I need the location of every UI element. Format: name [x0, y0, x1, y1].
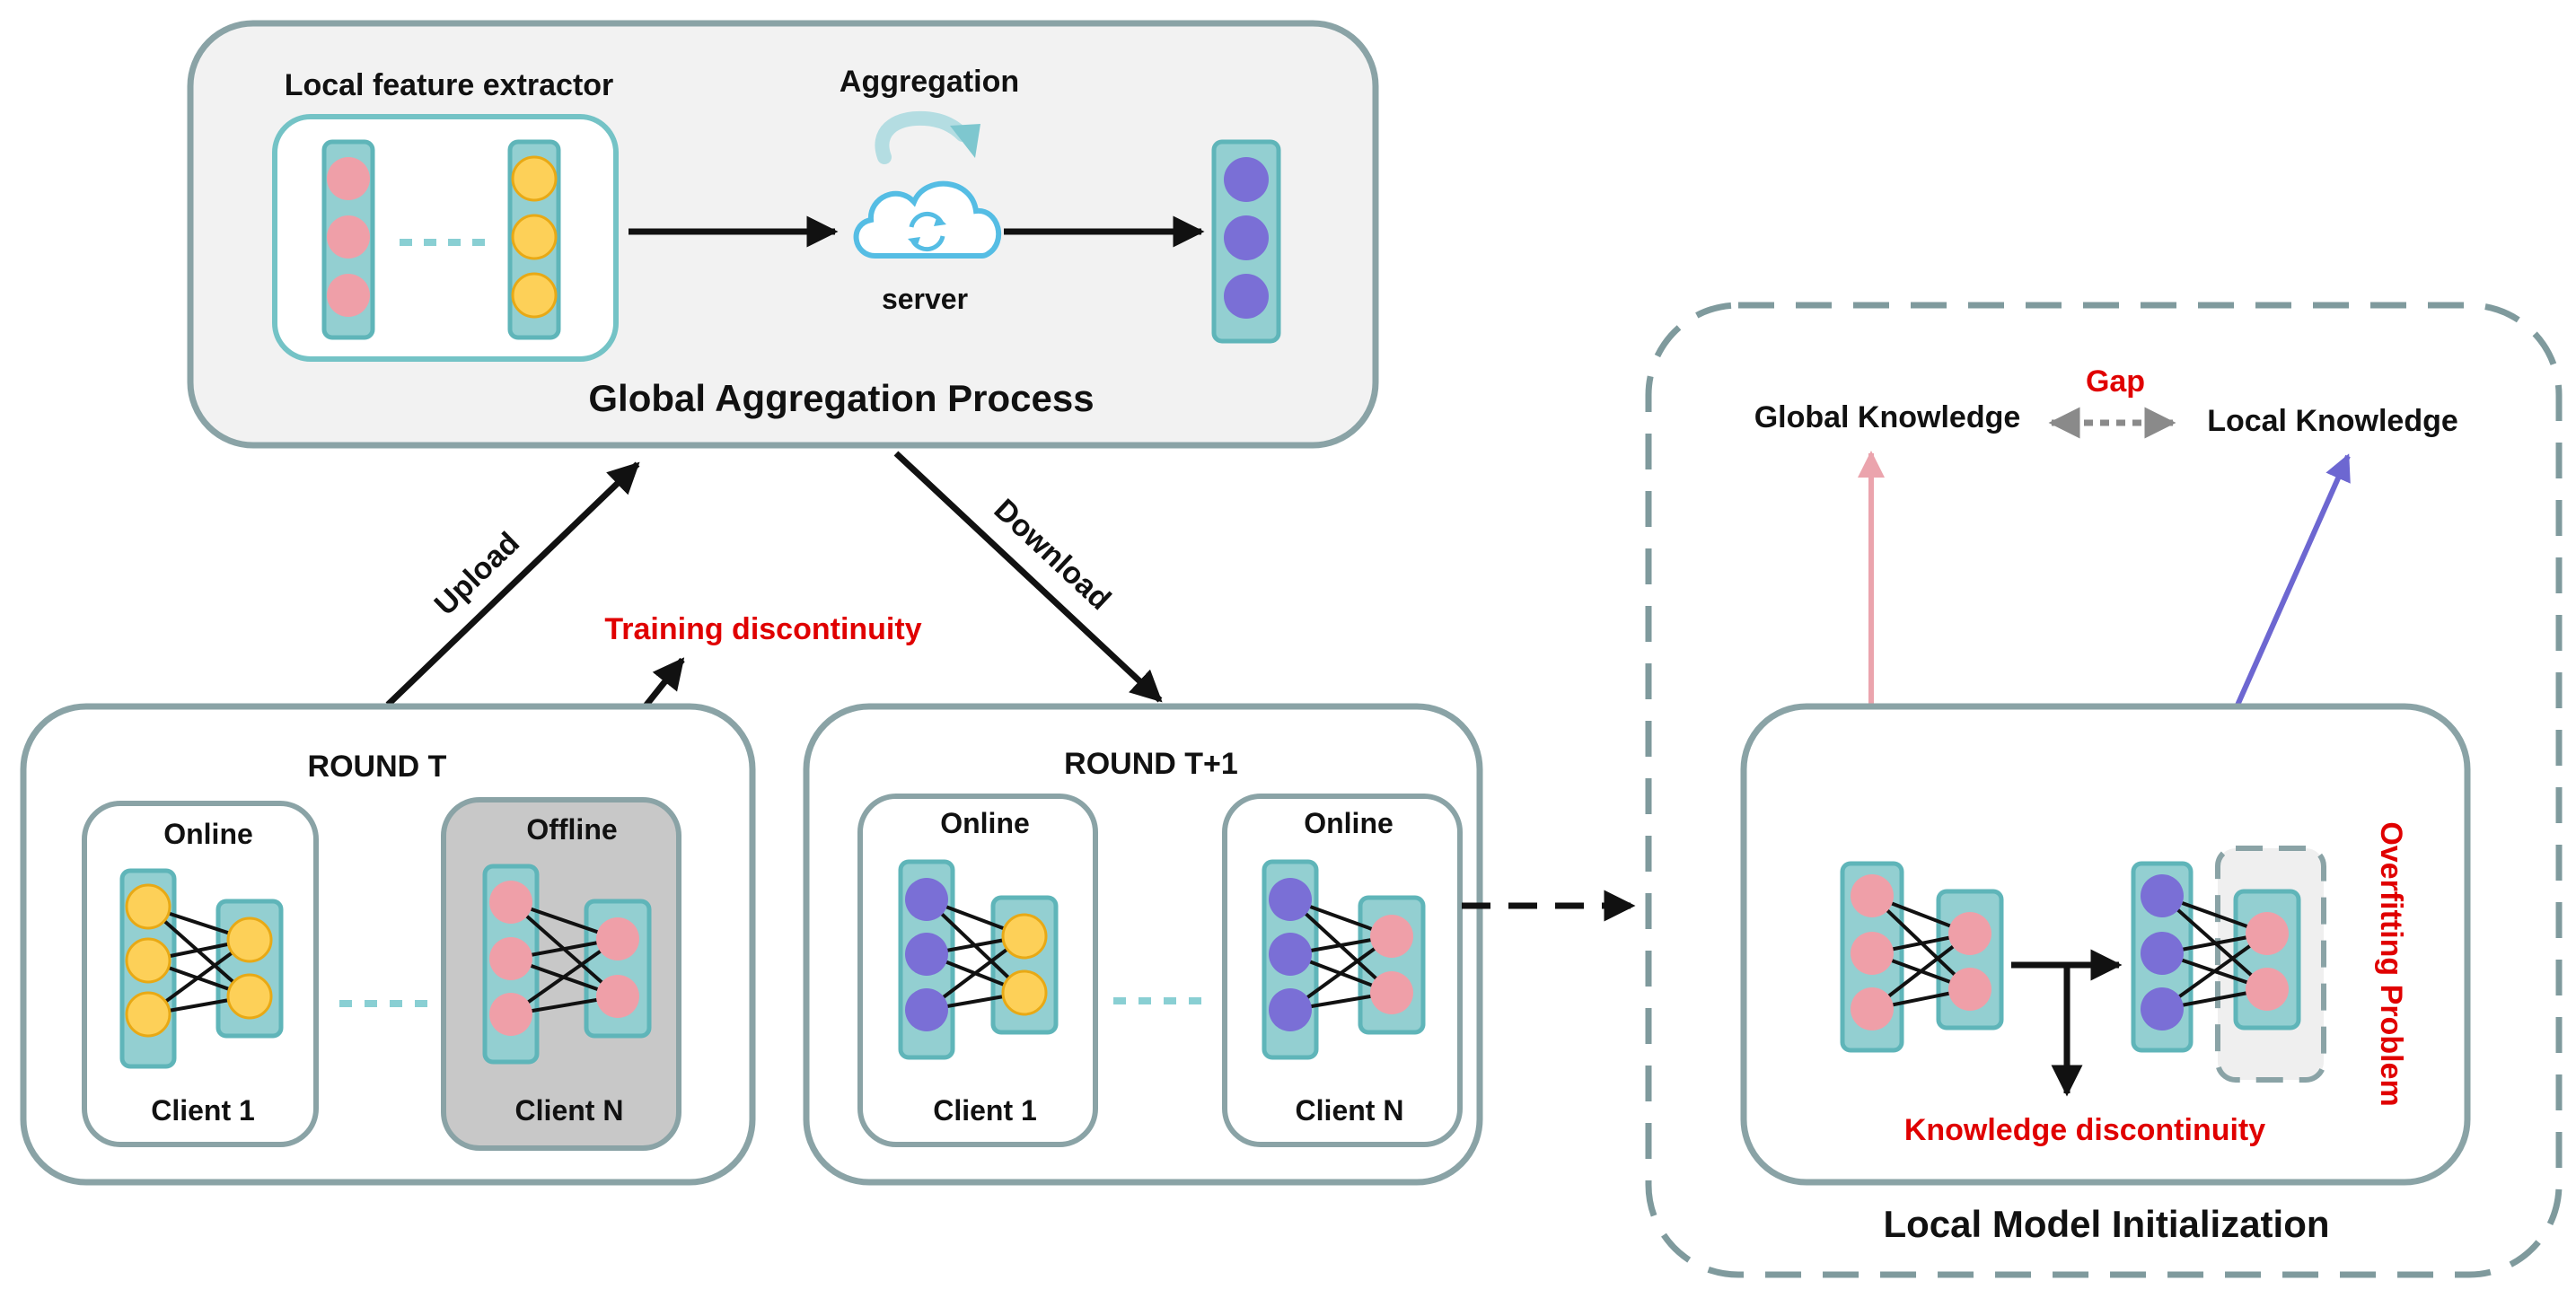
global-model-network-icon	[1840, 861, 2004, 1053]
local-feature-extractor-label: Local feature extractor	[285, 68, 614, 102]
client-status-label: Online	[1304, 807, 1394, 839]
neuron-yellow	[511, 155, 558, 202]
cloud-server-icon	[853, 180, 1002, 259]
neuron-purple	[1224, 274, 1269, 319]
knowledge-discontinuity-label[interactable]: Knowledge discontinuity	[1904, 1113, 2265, 1147]
round-t-client-n[interactable]: Offline Client N	[441, 797, 681, 1151]
neural-network-icon	[482, 864, 652, 1065]
neuron-yellow	[511, 272, 558, 319]
gap-label: Gap	[2086, 364, 2145, 399]
client-name-label: Client 1	[151, 1094, 255, 1127]
round-t-client-1[interactable]: Online Client 1	[82, 801, 319, 1147]
client-name-label: Client N	[515, 1094, 624, 1127]
neuron-pink	[327, 215, 370, 259]
client-status-label: Online	[940, 807, 1030, 839]
local-init-title: Local Model Initialization	[1883, 1203, 2329, 1245]
upload-label: Upload	[428, 526, 526, 622]
neuron-purple	[1224, 157, 1269, 202]
extractor-column-yellow	[507, 139, 561, 340]
initialization-arrow	[2011, 949, 2123, 1097]
neural-network-icon	[119, 868, 284, 1069]
refresh-arrow-icon	[875, 110, 980, 164]
client-status-label: Offline	[526, 813, 617, 846]
upload-arrow	[385, 461, 640, 707]
round-t1-client-n[interactable]: Online Client N	[1222, 794, 1463, 1147]
round-t1-panel: ROUND T+1 Online Client 1	[803, 703, 1483, 1186]
round-t-panel: ROUND T Online Client 1	[20, 703, 756, 1186]
aggregated-column-purple	[1211, 139, 1281, 344]
neuron-yellow	[511, 214, 558, 260]
extractor-column-pink	[321, 139, 375, 340]
local-knowledge-label: Local Knowledge	[2207, 404, 2458, 438]
local-knowledge-arrow	[2233, 453, 2351, 711]
training-discontinuity-label[interactable]: Training discontinuity	[604, 612, 921, 646]
client-name-label: Client 1	[933, 1094, 1037, 1127]
neural-network-icon	[1262, 859, 1426, 1060]
local-init-panel: Gap Global Knowledge Local Knowledge	[1645, 302, 2563, 1278]
global-aggregation-panel: Local feature extractor Aggregation	[187, 20, 1379, 449]
client-name-label: Client N	[1296, 1094, 1404, 1127]
round-t1-title: ROUND T+1	[1064, 747, 1238, 781]
round-t1-client-1[interactable]: Online Client 1	[857, 794, 1098, 1147]
server-label: server	[882, 283, 968, 315]
download-arrow	[893, 451, 1163, 703]
local-init-outer-dashed-box	[1645, 302, 2563, 1278]
overfitting-problem-label[interactable]: Overfitting Problem	[2374, 821, 2408, 1106]
neural-network-icon	[898, 859, 1059, 1060]
global-knowledge-label: Global Knowledge	[1754, 400, 2021, 434]
neuron-purple	[1224, 215, 1269, 260]
neuron-pink	[327, 274, 370, 317]
aggregation-label: Aggregation	[840, 65, 1019, 99]
local-model-network-icon	[2131, 861, 2301, 1053]
neuron-pink	[327, 157, 370, 200]
global-aggregation-title: Global Aggregation Process	[588, 377, 1094, 419]
round-t-title: ROUND T	[308, 750, 447, 784]
client-status-label: Online	[163, 818, 253, 850]
